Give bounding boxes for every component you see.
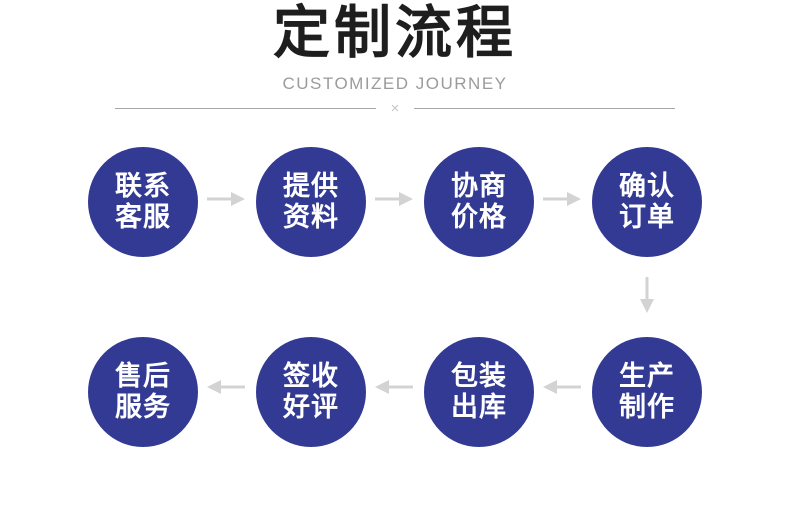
- step-circle-confirm-order: 确认订单: [592, 147, 702, 257]
- step-circle-contact-service: 联系客服: [88, 147, 198, 257]
- step-circle-provide-materials: 提供资料: [256, 147, 366, 257]
- divider-line-left: [115, 108, 376, 109]
- arrow-left-icon: [543, 379, 581, 395]
- divider-line-right: [414, 108, 676, 109]
- step-circle-packaging-shipment: 包装出库: [424, 337, 534, 447]
- arrow-right-icon: [375, 191, 413, 207]
- title-divider: ×: [115, 100, 676, 117]
- step-label: 提供资料: [283, 171, 339, 232]
- step-label: 确认订单: [619, 171, 675, 232]
- step-circle-after-sales: 售后服务: [88, 337, 198, 447]
- arrow-left-icon: [375, 379, 413, 395]
- step-circle-sign-review: 签收好评: [256, 337, 366, 447]
- step-label: 生产制作: [619, 361, 675, 422]
- divider-x-icon: ×: [390, 100, 400, 117]
- step-label: 签收好评: [283, 361, 339, 422]
- arrow-down-icon: [639, 277, 655, 313]
- section-title: 定制流程: [273, 1, 517, 65]
- step-label: 联系客服: [115, 171, 171, 232]
- arrow-left-icon: [207, 379, 245, 395]
- arrow-right-icon: [543, 191, 581, 207]
- step-label: 售后服务: [115, 361, 171, 422]
- arrow-right-icon: [207, 191, 245, 207]
- step-circle-production: 生产制作: [592, 337, 702, 447]
- step-label: 包装出库: [451, 361, 507, 422]
- step-label: 协商价格: [451, 171, 507, 232]
- step-circle-negotiate-price: 协商价格: [424, 147, 534, 257]
- section-subtitle: CUSTOMIZED JOURNEY: [282, 74, 508, 93]
